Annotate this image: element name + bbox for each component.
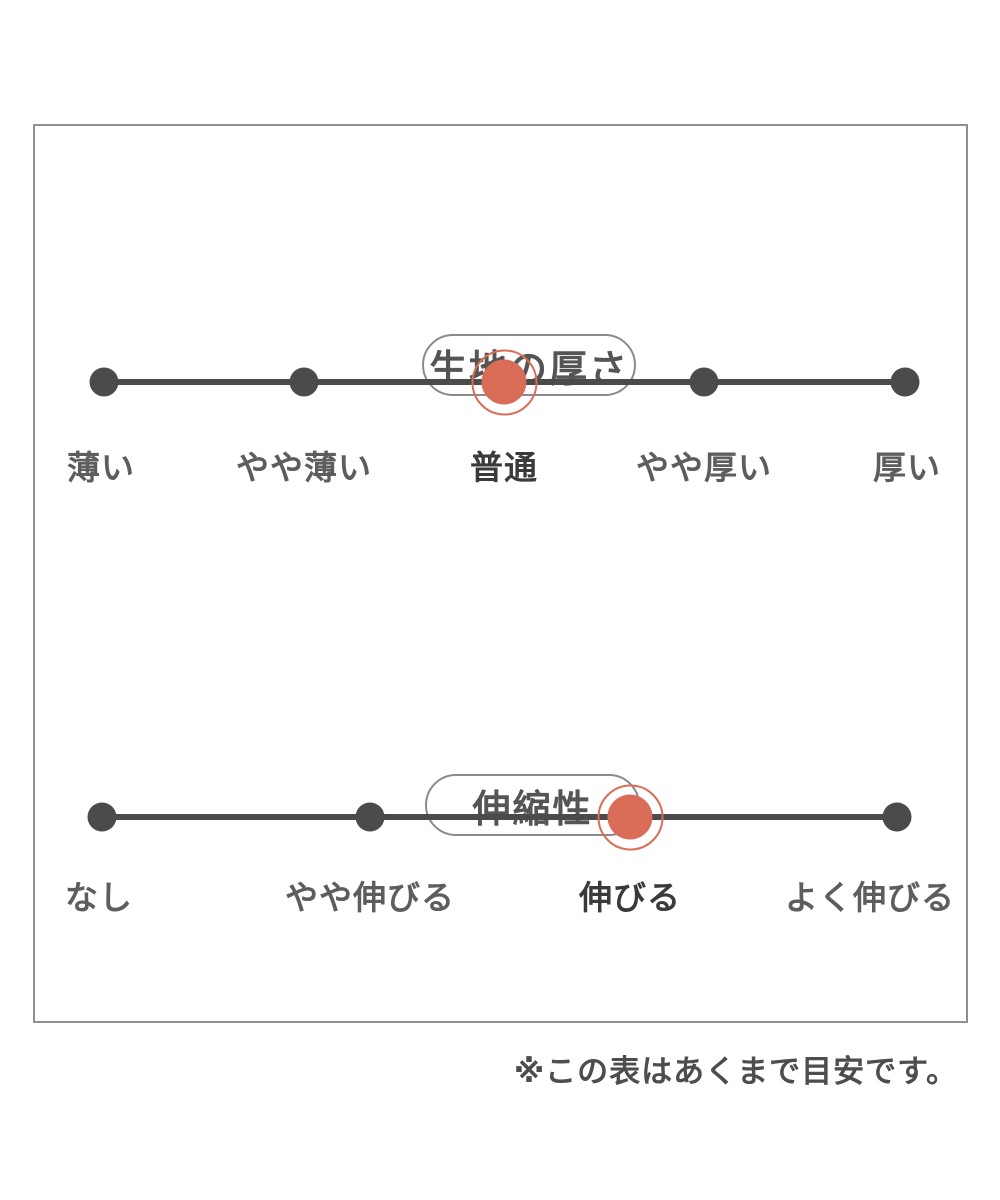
thickness-label-somewhat-thin: やや薄い <box>236 448 372 487</box>
stretch-dot-2 <box>355 802 385 832</box>
stretch-dot-1 <box>87 802 117 832</box>
stretch-dot-3 <box>607 794 653 840</box>
stretch-title: 伸縮性 <box>472 786 593 831</box>
stretch-label-somewhat-stretch: やや伸びる <box>285 878 455 917</box>
thickness-dot-1 <box>89 367 119 397</box>
stretch-label-none: なし <box>65 878 133 917</box>
spec-panel: 生地の厚さ 薄い やや薄い 普通 やや厚い 厚い 伸縮性 なし やや伸びる <box>33 124 968 1023</box>
disclaimer-footnote: ※この表はあくまで目安です。 <box>513 1054 958 1090</box>
stretch-scale-line <box>102 814 897 820</box>
stretch-label-very-stretch: よく伸びる <box>785 878 955 917</box>
thickness-dot-4 <box>689 367 719 397</box>
thickness-label-thin: 薄い <box>67 448 135 487</box>
thickness-label-thick: 厚い <box>873 448 941 487</box>
thickness-label-somewhat-thick: やや厚い <box>636 448 772 487</box>
thickness-label-normal: 普通 <box>470 448 538 487</box>
stretch-label-stretch: 伸びる <box>579 878 681 917</box>
stretch-dot-4 <box>882 802 912 832</box>
thickness-dot-5 <box>890 367 920 397</box>
thickness-dot-3 <box>481 359 527 405</box>
thickness-dot-2 <box>289 367 319 397</box>
